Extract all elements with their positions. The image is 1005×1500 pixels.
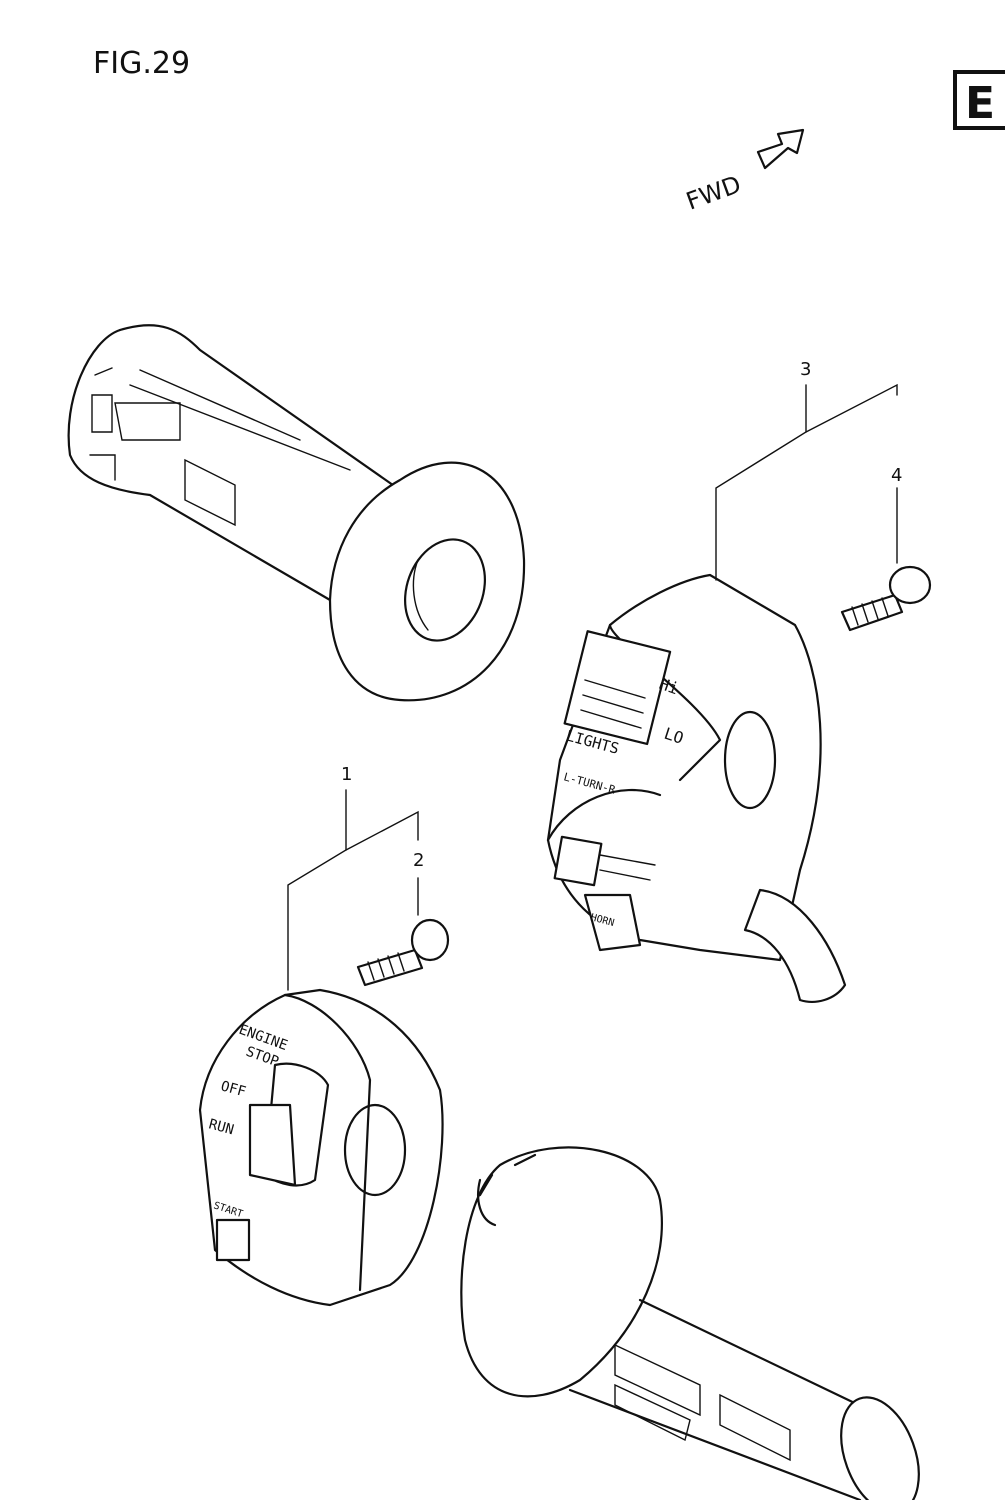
screw-item-2 xyxy=(356,918,450,987)
callout-item-4: 4 xyxy=(891,465,902,564)
callout-item-1: 1 xyxy=(287,764,419,991)
engine-run-label: RUN xyxy=(207,1116,236,1138)
figure-label: FIG.29 xyxy=(93,46,190,81)
callout-number-2: 2 xyxy=(413,850,424,871)
section-badge: E xyxy=(953,70,1005,130)
forward-label: FWD xyxy=(682,170,744,215)
forward-direction-indicator: FWD xyxy=(682,128,805,216)
callout-item-2: 2 xyxy=(413,850,424,916)
starter-button-icon xyxy=(215,1218,251,1262)
left-handlebar-switch: ENGINE STOP OFF RUN START xyxy=(198,988,444,1307)
engine-off-label: OFF xyxy=(219,1078,248,1100)
right-handlebar-switch: Hi LO LIGHTS L-TURN-R HORN xyxy=(546,573,847,1003)
handlebar-grip-lower xyxy=(460,1146,920,1500)
handlebar-grip-upper xyxy=(67,324,526,702)
callout-item-3: 3 xyxy=(715,359,898,581)
callout-number-3: 3 xyxy=(800,359,811,380)
section-badge-letter: E xyxy=(965,78,995,129)
forward-arrow-icon xyxy=(756,128,805,170)
screw-item-4 xyxy=(840,565,932,632)
callout-number-1: 1 xyxy=(341,764,352,785)
callout-number-4: 4 xyxy=(891,465,902,486)
